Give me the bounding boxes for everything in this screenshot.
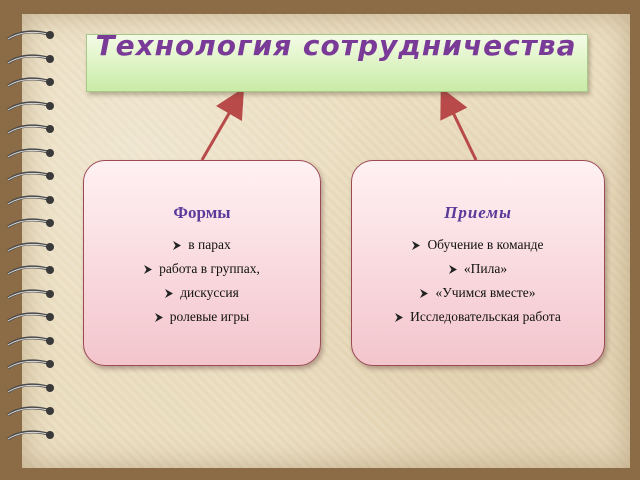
arrowhead-bullet-icon: [412, 241, 421, 250]
arrowhead-bullet-icon: [448, 265, 457, 274]
spiral-ring-icon: [7, 100, 54, 111]
forms-list: в парах работа в группах, дискуссия ролевые…: [84, 233, 320, 329]
spiral-ring-icon: [7, 171, 54, 182]
list-item-label: «Пила»: [463, 261, 508, 276]
techniques-list: Обучение в команде «Пила» «Учимся вместе» И…: [352, 233, 604, 329]
spiral-ring-icon: [7, 147, 54, 158]
spiral-ring-icon: [7, 429, 54, 440]
spiral-ring-icon: [7, 265, 54, 276]
arrowhead-bullet-icon: [173, 241, 182, 250]
list-item-label: дискуссия: [180, 285, 239, 300]
arrow-to-left-card: [200, 87, 245, 161]
list-item-label: ролевые игры: [169, 309, 250, 324]
arrowhead-bullet-icon: [154, 313, 163, 322]
title-box: [86, 34, 588, 92]
arrowhead-bullet-icon: [144, 265, 153, 274]
spiral-ring-icon: [7, 312, 54, 323]
spiral-ring-icon: [7, 124, 54, 135]
list-item-label: «Учимся вместе»: [435, 285, 536, 300]
arrowhead-bullet-icon: [395, 313, 404, 322]
list-item: ролевые игры: [84, 305, 320, 329]
list-item-label: в парах: [188, 237, 231, 252]
spiral-ring-icon: [7, 382, 54, 393]
spiral-ring-icon: [7, 406, 54, 417]
list-item: работа в группах,: [84, 257, 320, 281]
spiral-ring-icon: [7, 288, 54, 299]
spiral-ring-icon: [7, 218, 54, 229]
spiral-ring-icon: [7, 194, 54, 205]
list-item: дискуссия: [84, 281, 320, 305]
spiral-ring-icon: [7, 335, 54, 346]
list-item: в парах: [84, 233, 320, 257]
spiral-ring-icon: [7, 359, 54, 370]
techniques-heading: Приемы: [444, 203, 512, 222]
list-item: «Пила»: [352, 257, 604, 281]
arrowhead-bullet-icon: [420, 289, 429, 298]
list-item: «Учимся вместе»: [352, 281, 604, 305]
list-item: Исследовательская работа: [352, 305, 604, 329]
list-item-label: Исследовательская работа: [410, 309, 561, 324]
techniques-card: Приемы Обучение в команде «Пила» «Учимся в…: [351, 160, 605, 366]
list-item-label: Обучение в команде: [427, 237, 544, 252]
spiral-ring-icon: [7, 241, 54, 252]
spiral-ring-icon: [7, 53, 54, 64]
spiral-ring-icon: [7, 77, 54, 88]
list-item-label: работа в группах,: [159, 261, 260, 276]
forms-heading: Формы: [173, 203, 231, 222]
spiral-ring-icon: [7, 30, 54, 41]
arrowhead-bullet-icon: [165, 289, 174, 298]
page-title: Технология сотрудничества: [95, 29, 577, 62]
arrow-to-right-card: [440, 87, 478, 161]
forms-card: Формы в парах работа в группах, дискуссия р…: [83, 160, 321, 366]
list-item: Обучение в команде: [352, 233, 604, 257]
